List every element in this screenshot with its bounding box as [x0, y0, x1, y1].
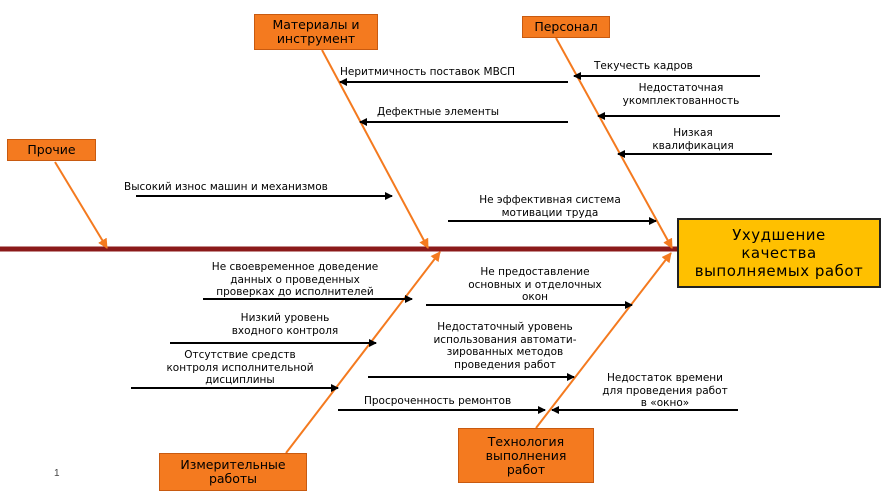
cause-overdue-repairs: Просроченность ремонтов [364, 395, 512, 407]
cause-low-input-control: Низкий уровень входного контроля [231, 312, 339, 337]
bone-measurement [285, 251, 441, 454]
cause-automation: Недостаточный уровень использования авто… [433, 321, 577, 371]
category-personnel: Персонал [522, 16, 610, 38]
bone-other [54, 161, 108, 249]
cause-no-discipline-control: Отсутствие средств контроля исполнительн… [166, 349, 314, 386]
cause-irregular-supply: Неритмичность поставок МВСП [340, 66, 516, 78]
category-measurement: Измерительные работы [159, 453, 307, 491]
cause-late-data: Не своевременное доведение данных о пров… [211, 261, 379, 298]
category-technology: Технология выполнения работ [458, 428, 594, 483]
cause-time-shortage: Недостаток времени для проведения работ … [602, 372, 728, 409]
category-other: Прочие [7, 139, 96, 161]
effect-box: Ухудшение качества выполняемых работ [677, 218, 881, 288]
bone-materials [321, 49, 429, 249]
cause-equipment-wear: Высокий износ машин и механизмов [124, 181, 328, 193]
cause-motivation: Не эффективная система мотивации труда [479, 194, 621, 219]
cause-understaffing: Недостаточная укомплектованность [622, 82, 740, 107]
cause-no-windows: Не предоставление основных и отделочных … [468, 266, 602, 303]
cause-defective-elements: Дефектные элементы [377, 106, 500, 118]
cause-low-qualification: Низкая квалификация [652, 127, 734, 152]
bone-technology [535, 252, 672, 429]
cause-staff-turnover: Текучесть кадров [594, 60, 693, 72]
page-number: 1 [54, 468, 60, 479]
category-materials: Материалы и инструмент [254, 14, 378, 50]
